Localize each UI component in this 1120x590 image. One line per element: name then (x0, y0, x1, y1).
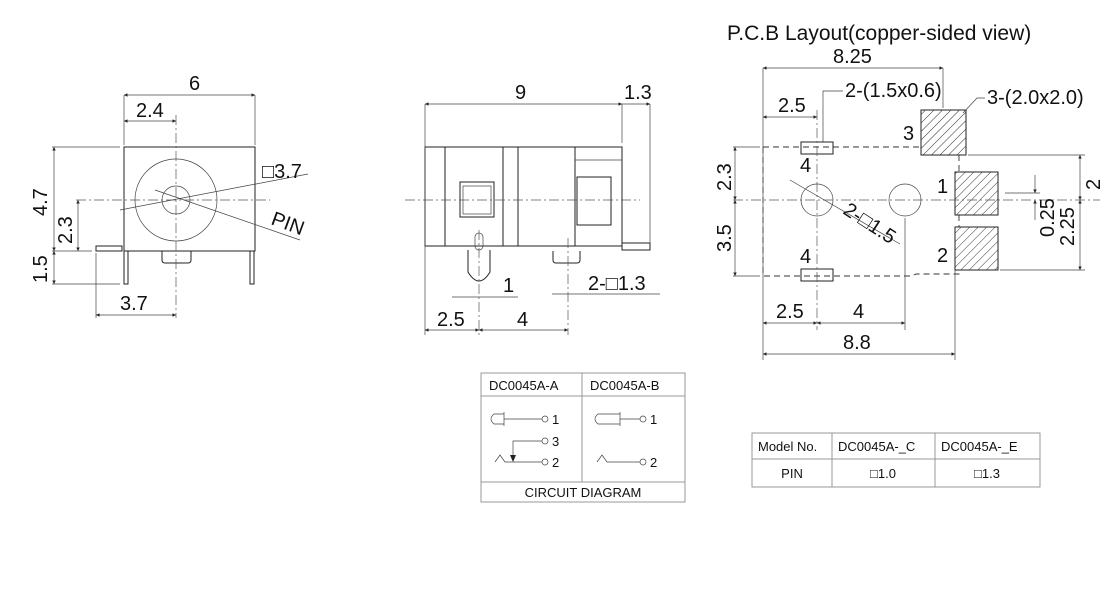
side-tab (95, 245, 123, 252)
dim-width: 6 (189, 73, 200, 95)
pin-size-e: □1.3 (974, 466, 1000, 481)
pin-a-3: 3 (552, 434, 559, 449)
header-dc0045a-a: DC0045A-A (489, 378, 559, 393)
pcb-title: P.C.B Layout(copper-sided view) (727, 22, 1031, 45)
jack-body-front (123, 146, 256, 252)
dim-right-025: 0.25 (1037, 198, 1059, 237)
dim-square-pads: 3-(2.0x2.0) (987, 87, 1084, 109)
pin-size-c: □1.0 (870, 466, 896, 481)
circuit-diagram-label: CIRCUIT DIAGRAM (525, 485, 642, 500)
plug-symbol-a (490, 412, 542, 426)
pin-a-2: 2 (552, 455, 559, 470)
dim-upper: 2.3 (714, 163, 736, 191)
bottom-bump (161, 251, 192, 264)
pad-label-4-top: 4 (800, 155, 811, 177)
dim-left-top: 2.5 (778, 95, 806, 117)
model-header-label: Model No. (758, 439, 817, 454)
pad-2 (954, 226, 999, 271)
dim-slot-pads: 2-(1.5x0.6) (845, 80, 942, 102)
pad-1 (954, 171, 999, 216)
dim-lower: 3.5 (714, 224, 736, 252)
dim-bottom-left: 2.5 (776, 301, 804, 323)
circuit-diagram-table: DC0045A-A DC0045A-B 1 3 2 1 2 CIRCUIT DI… (480, 372, 686, 503)
dim-height: 4.7 (30, 188, 52, 216)
board-outline (762, 146, 960, 277)
left-pin (123, 250, 129, 285)
switch-symbol-a (512, 440, 542, 461)
dim-center-y: 2.3 (55, 216, 77, 244)
pin-b-1: 1 (650, 412, 657, 427)
right-pin (249, 250, 255, 285)
dim-diameter: □3.7 (262, 161, 302, 183)
dim-right-225: 2.25 (1057, 207, 1079, 246)
model-row-label: PIN (781, 466, 803, 481)
dim-pin-offset: 2.5 (437, 309, 465, 331)
model-header-e: DC0045A-_E (941, 439, 1018, 454)
pad-label-4-bottom: 4 (800, 246, 811, 268)
dim-length: 9 (515, 82, 526, 104)
dim-top: 8.25 (833, 46, 872, 68)
pad-label-3: 3 (903, 123, 914, 145)
side-view: 9 1.3 1 2-□1.3 2.5 4 (405, 82, 660, 335)
dim-tab: 1.3 (624, 82, 652, 104)
pad-label-2: 2 (937, 245, 948, 267)
dim-pin-spacing: 4 (517, 309, 528, 331)
plug-symbol-b (594, 412, 640, 426)
pin-label: PIN (268, 208, 307, 240)
dim-square-pins: 2-□1.3 (588, 273, 646, 295)
model-header-c: DC0045A-_C (838, 439, 915, 454)
pin-a-1: 1 (552, 412, 559, 427)
dim-tab-offset: 3.7 (120, 293, 148, 315)
dim-pin-length: 1.5 (30, 255, 52, 283)
jack-body-side (424, 146, 623, 247)
dim-bottom-total: 8.8 (843, 332, 871, 354)
dim-center-x: 2.4 (136, 100, 164, 122)
pcb-layout: P.C.B Layout(copper-sided view) 3 1 2 4 … (714, 22, 1105, 360)
model-table: Model No. DC0045A-_C DC0045A-_E PIN □1.0… (751, 432, 1041, 488)
dim-bottom-mid: 4 (853, 301, 864, 323)
dim-pin-width: 1 (503, 275, 514, 297)
header-dc0045a-b: DC0045A-B (590, 378, 659, 393)
pad-3 (920, 109, 967, 156)
pin-b-2: 2 (650, 455, 657, 470)
pad-label-1: 1 (937, 176, 948, 198)
front-view: 6 2.4 4.7 2.3 1.5 3.7 □3.7 PIN (30, 73, 309, 318)
side-tab (621, 242, 651, 251)
dim-right-2: 2 (1083, 179, 1105, 190)
